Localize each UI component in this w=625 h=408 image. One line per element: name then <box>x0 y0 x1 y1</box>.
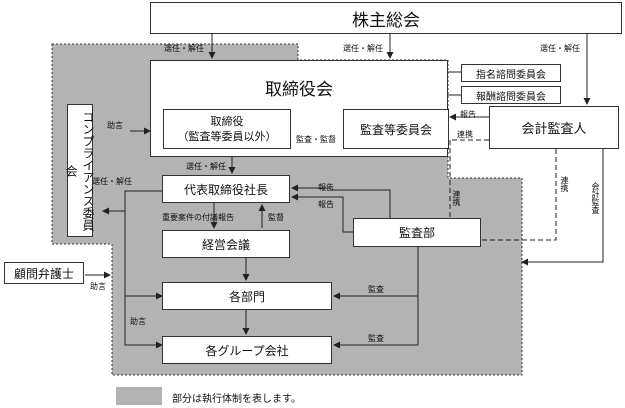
label-audit-group: 監査 <box>368 334 384 343</box>
label-elect-dismiss-president: 選任・解任 <box>186 162 226 171</box>
legal-advisor-box: 顧問弁護士 <box>4 262 84 284</box>
audit-dept-box: 監査部 <box>353 218 481 247</box>
compliance-committee-box: コンプライアンス委員会 <box>64 104 95 237</box>
directors-line2: （監査等委員以外） <box>177 130 277 143</box>
nomination-committee-box: 指名諮問委員会 <box>461 64 561 82</box>
label-accounting-audit: 会計監査 <box>591 182 600 214</box>
label-advice-compliance: 助言 <box>107 121 123 130</box>
president-box: 代表取締役社長 <box>162 175 290 203</box>
compensation-committee-box: 報酬諮問委員会 <box>461 86 561 104</box>
label-elect-dismiss-compliance: 選任・解任 <box>92 177 132 186</box>
directors-box: 取締役 （監査等委員以外） <box>163 109 291 149</box>
label-report-audit-dept: 報告 <box>318 200 334 209</box>
label-report-auditor: 報告 <box>460 110 476 119</box>
label-elect-dismiss-auditor: 選任・解任 <box>540 44 580 53</box>
departments-box: 各部門 <box>162 282 332 310</box>
board-title: 取締役会 <box>265 80 333 100</box>
accounting-auditor-box: 会計監査人 <box>489 106 619 149</box>
label-supervise: 監督 <box>268 213 284 222</box>
label-important-matters: 重要案件の付議報告 <box>162 213 234 222</box>
label-advice-legal: 助言 <box>90 282 106 291</box>
shareholders-box: 株主総会 <box>150 2 622 34</box>
directors-line1: 取締役 <box>210 115 244 128</box>
label-advice-group: 助言 <box>130 317 146 326</box>
label-elect-dismiss-audit-committee: 選任・解任 <box>343 44 383 53</box>
management-meeting-box: 経営会議 <box>162 230 290 258</box>
label-cooperate-auditor: 連携 <box>457 130 473 139</box>
group-companies-box: 各グループ会社 <box>162 336 332 364</box>
label-audit-departments: 監査 <box>368 285 384 294</box>
label-cooperate-auditor-dept: 連携 <box>560 176 569 192</box>
audit-committee-box: 監査等委員会 <box>343 109 449 149</box>
label-audit-supervise: 監査・監督 <box>296 135 336 144</box>
label-elect-dismiss-board: 選任・解任 <box>164 44 204 53</box>
legend-swatch <box>116 387 162 405</box>
legend-text: 部分は執行体制を表します。 <box>172 394 301 405</box>
label-cooperate-audit-committee: 連携 <box>452 190 461 206</box>
label-report-president: 報告 <box>318 183 334 192</box>
